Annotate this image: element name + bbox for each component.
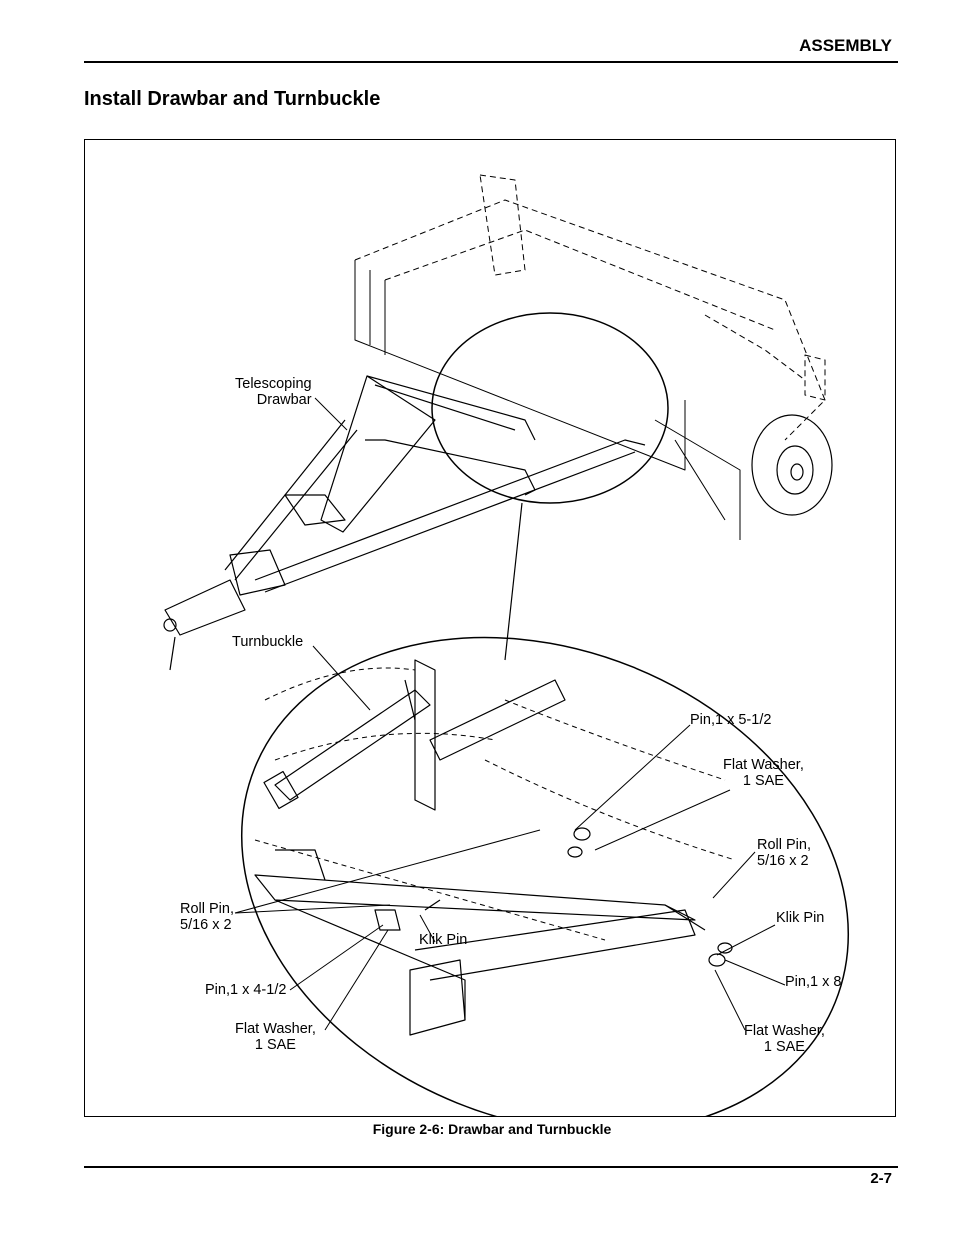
header-rule (84, 61, 898, 63)
rear-frame-outline (354, 174, 826, 441)
callout-roll-pin-left: Roll Pin, 5/16 x 2 (180, 901, 234, 933)
figure-frame: Telescoping Drawbar Turnbuckle Pin,1 x 5… (84, 139, 896, 1117)
callout-flat-washer-top-right: Flat Washer, 1 SAE (723, 757, 804, 789)
drawbar-tube-detail (254, 849, 706, 1036)
callout-roll-pin-right: Roll Pin, 5/16 x 2 (757, 837, 811, 869)
roller-gang (354, 260, 741, 540)
callout-pin-1x8: Pin,1 x 8 (785, 974, 842, 990)
callout-flat-washer-bottom-right: Flat Washer, 1 SAE (744, 1023, 825, 1055)
callout-turnbuckle: Turnbuckle (232, 634, 304, 650)
leader-lines (234, 397, 786, 1031)
callout-klik-pin-left: Klik Pin (419, 932, 468, 948)
footer-rule (84, 1166, 898, 1168)
detail-circle-bottom (240, 636, 850, 1116)
callout-flat-washer-left: Flat Washer, 1 SAE (235, 1021, 316, 1053)
callout-telescoping-drawbar: Telescoping Drawbar (235, 376, 312, 408)
roller-detail (254, 667, 736, 941)
callout-pin-1x4-1-2: Pin,1 x 4-1/2 (205, 982, 287, 998)
callout-klik-pin-right: Klik Pin (776, 910, 825, 926)
figure-caption: Figure 2-6: Drawbar and Turnbuckle (372, 1121, 612, 1137)
drawbar-illustration (163, 174, 850, 1116)
drawbar-frame (163, 375, 646, 671)
wheel (751, 414, 833, 516)
turnbuckle-detail (263, 659, 566, 811)
page-number: 2-7 (870, 1170, 892, 1187)
callout-pin-1x5-1-2: Pin,1 x 5-1/2 (690, 712, 772, 728)
page-title: Install Drawbar and Turnbuckle (84, 88, 381, 110)
detail-circle-top (431, 312, 669, 504)
section-header: ASSEMBLY (799, 36, 892, 55)
